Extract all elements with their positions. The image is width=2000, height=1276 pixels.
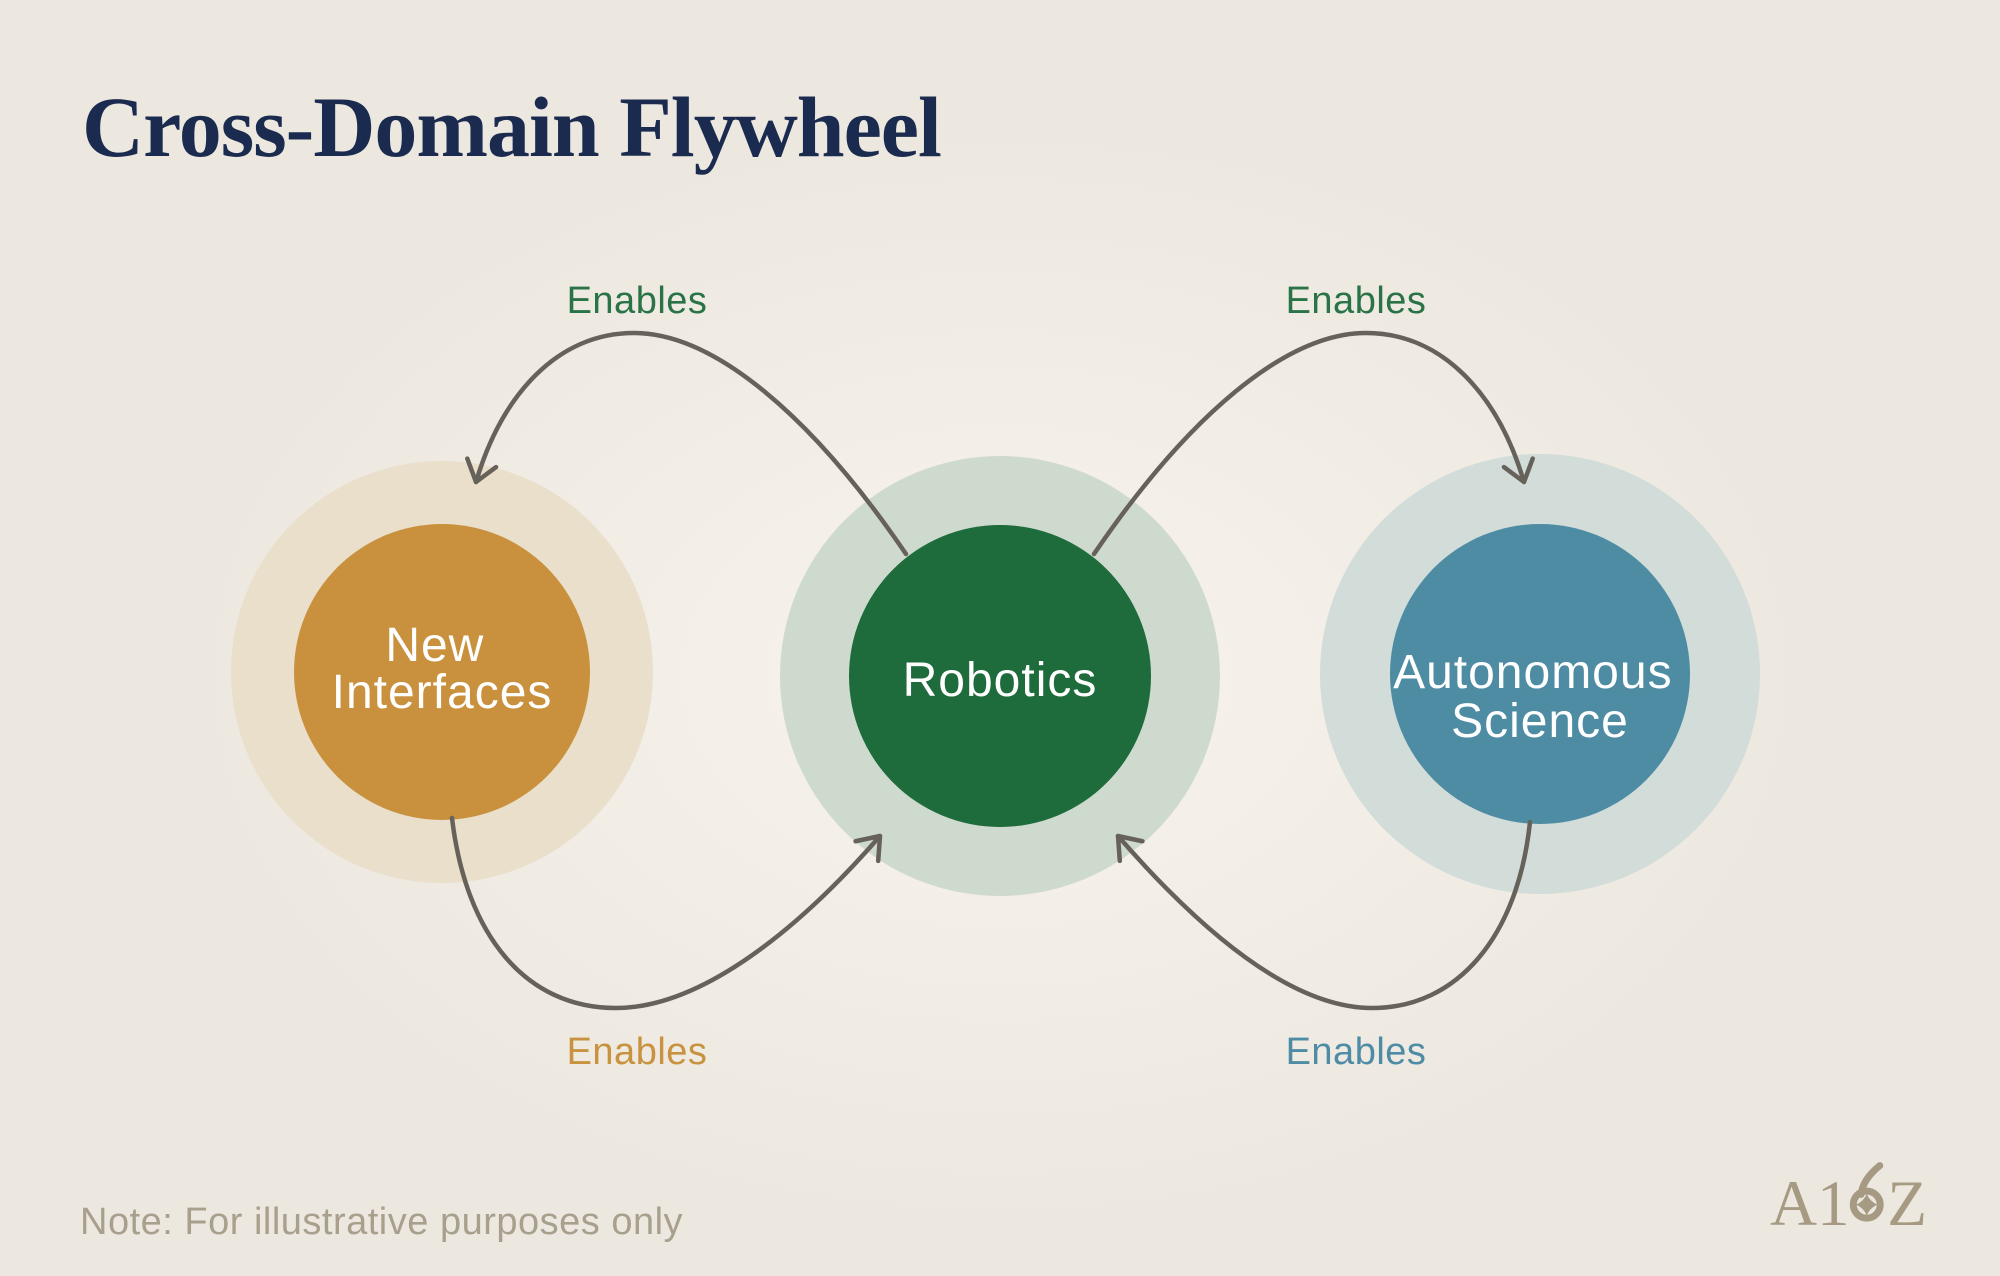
node-new-interfaces-circle <box>294 524 590 820</box>
logo-six-stem <box>1857 1162 1884 1198</box>
edge-label-top-right: Enables <box>1286 280 1427 322</box>
node-new-interfaces-label-line2: Interfaces <box>332 666 553 719</box>
footnote: Note: For illustrative purposes only <box>80 1201 684 1243</box>
edge-robotics-to-autonomous-science-arrow <box>1091 330 1535 557</box>
edge-autonomous-science-to-robotics-arrow <box>1115 819 1533 1011</box>
node-robotics-circle <box>849 525 1151 827</box>
edge-new-interfaces-to-robotics-arrow <box>449 815 883 1011</box>
edge-label-top-left: Enables <box>567 280 708 322</box>
node-autonomous-science-circle <box>1390 524 1690 824</box>
logo-star-icon <box>1856 1193 1878 1216</box>
edge-label-bottom-right: Enables <box>1286 1031 1427 1073</box>
edge-robotics-to-new-interfaces-arrow <box>465 330 909 557</box>
logo-letters-a1: A1 <box>1770 1168 1850 1231</box>
node-autonomous-science-label-line2: Science <box>1451 695 1629 748</box>
logo-letter-z: Z <box>1887 1168 1927 1231</box>
node-autonomous-science-label-line1: Autonomous <box>1393 646 1673 699</box>
node-robotics-label: Robotics <box>903 654 1098 707</box>
node-autonomous-science-label: Autonomous Science <box>1393 646 1687 748</box>
node-new-interfaces-label-line1: New <box>385 619 484 672</box>
a16z-logo: A1 Z <box>1770 1162 1927 1231</box>
page-title: Cross-Domain Flywheel <box>82 79 942 175</box>
node-new-interfaces-label: New Interfaces <box>332 619 553 719</box>
logo-six-ring <box>1849 1187 1884 1222</box>
node-robotics-label-line1: Robotics <box>903 654 1098 707</box>
edge-label-bottom-left: Enables <box>567 1031 708 1073</box>
